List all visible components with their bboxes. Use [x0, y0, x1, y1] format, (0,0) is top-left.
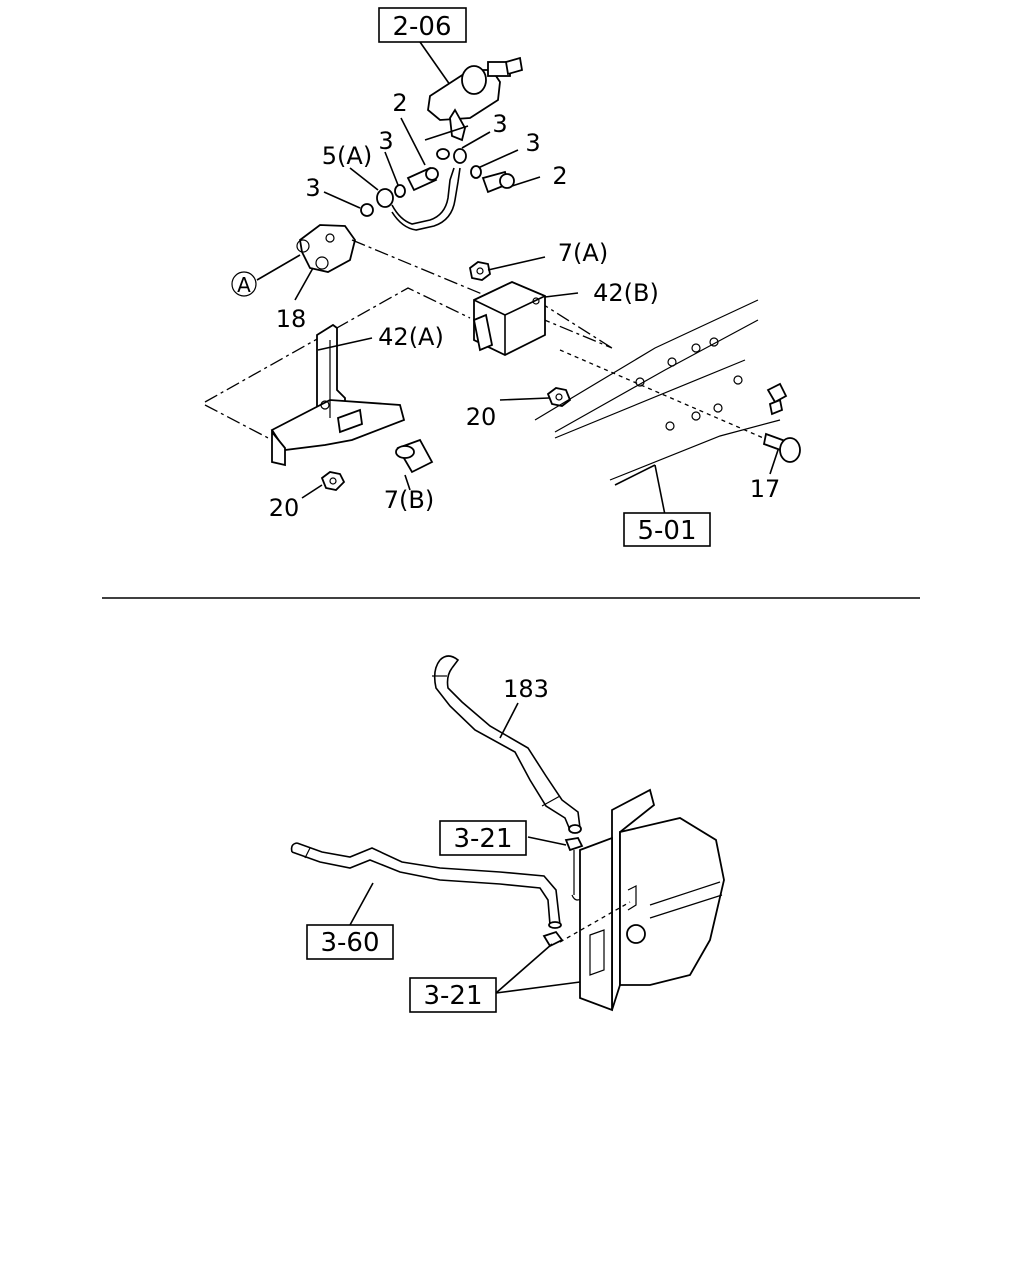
- label-20-upper: 20: [466, 403, 497, 431]
- svg-text:5-01: 5-01: [637, 516, 696, 546]
- hose-183: [432, 655, 582, 834]
- label-20-lower: 20: [269, 494, 300, 522]
- bolt-17: [762, 432, 801, 463]
- part-42B: [472, 281, 546, 357]
- label-7B: 7(B): [384, 486, 434, 514]
- fitting-parts: [323, 117, 541, 231]
- ref-box-3-60: 3-60: [306, 924, 394, 960]
- label-3-top: 3: [492, 110, 507, 138]
- svg-text:3-21: 3-21: [423, 981, 482, 1011]
- label-3-mid: 3: [378, 127, 393, 155]
- ref-box-5-01: 5-01: [623, 512, 711, 547]
- nut-7A: [469, 261, 491, 281]
- bolt-7B: [337, 408, 434, 474]
- callout-circle-A: A: [231, 271, 257, 297]
- bracket-18: [296, 224, 356, 273]
- svg-text:2-06: 2-06: [392, 12, 451, 42]
- ref-box-3-21-lower: 3-21: [409, 977, 497, 1013]
- valve-part: [427, 56, 524, 142]
- label-42A: 42(A): [378, 323, 444, 351]
- svg-text:3-60: 3-60: [320, 928, 379, 958]
- label-3-right: 3: [525, 129, 540, 157]
- svg-text:3-21: 3-21: [453, 824, 512, 854]
- lower-assembly: 3-21 3-60 3-21 183: [290, 655, 725, 1013]
- label-2-top: 2: [392, 89, 407, 117]
- nut-20-upper: [546, 387, 572, 407]
- ref-box-2-06: 2-06: [378, 7, 467, 43]
- label-17: 17: [750, 475, 781, 503]
- hose-3-60: [290, 842, 562, 929]
- label-183: 183: [503, 675, 549, 703]
- frame-rail: [534, 299, 788, 481]
- label-5A: 5(A): [322, 142, 372, 170]
- label-3-left: 3: [305, 174, 320, 202]
- ref-box-3-21-upper: 3-21: [439, 820, 527, 856]
- label-42B: 42(B): [593, 279, 659, 307]
- nut-20-lower-left: [320, 471, 346, 491]
- reservoir-tank: [579, 788, 725, 1012]
- label-2-right: 2: [552, 162, 567, 190]
- clamp-lower: [542, 930, 564, 948]
- label-18: 18: [276, 305, 307, 333]
- label-7A: 7(A): [558, 239, 608, 267]
- upper-assembly: 2-06: [204, 7, 801, 547]
- svg-text:A: A: [237, 273, 251, 297]
- bracket-42A: [270, 323, 406, 467]
